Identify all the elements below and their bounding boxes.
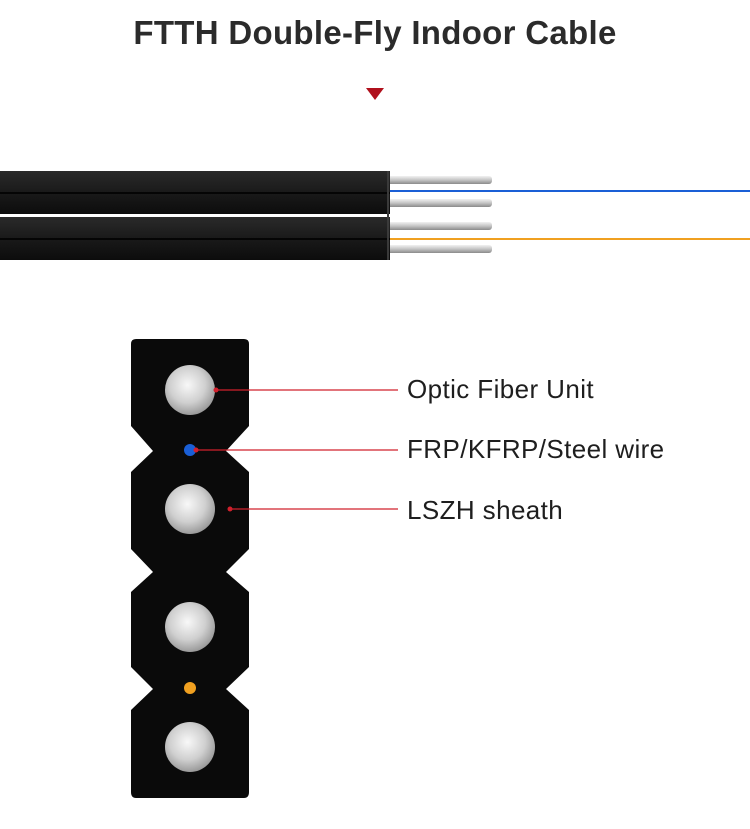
leader-lines bbox=[193, 387, 398, 512]
label-sheath: LSZH sheath bbox=[407, 495, 564, 525]
down-arrow-icon bbox=[366, 88, 384, 100]
fiber-unit-3 bbox=[165, 602, 215, 652]
blue-strength-member bbox=[184, 444, 196, 456]
fiber-unit-4 bbox=[165, 722, 215, 772]
cable-side-view bbox=[0, 171, 750, 260]
label-optic-fiber-unit: Optic Fiber Unit bbox=[407, 374, 595, 404]
steel-wire-1 bbox=[386, 176, 492, 184]
orange-strength-member bbox=[184, 682, 196, 694]
steel-wire-4 bbox=[386, 245, 492, 253]
steel-wire-2 bbox=[386, 199, 492, 207]
cable-cross-section bbox=[131, 339, 249, 798]
fiber-unit-1 bbox=[165, 365, 215, 415]
page-title: FTTH Double-Fly Indoor Cable bbox=[133, 14, 617, 51]
steel-wire-3 bbox=[386, 222, 492, 230]
label-strength-member: FRP/KFRP/Steel wire bbox=[407, 434, 665, 464]
cross-section-jacket bbox=[131, 339, 249, 798]
fiber-unit-2 bbox=[165, 484, 215, 534]
